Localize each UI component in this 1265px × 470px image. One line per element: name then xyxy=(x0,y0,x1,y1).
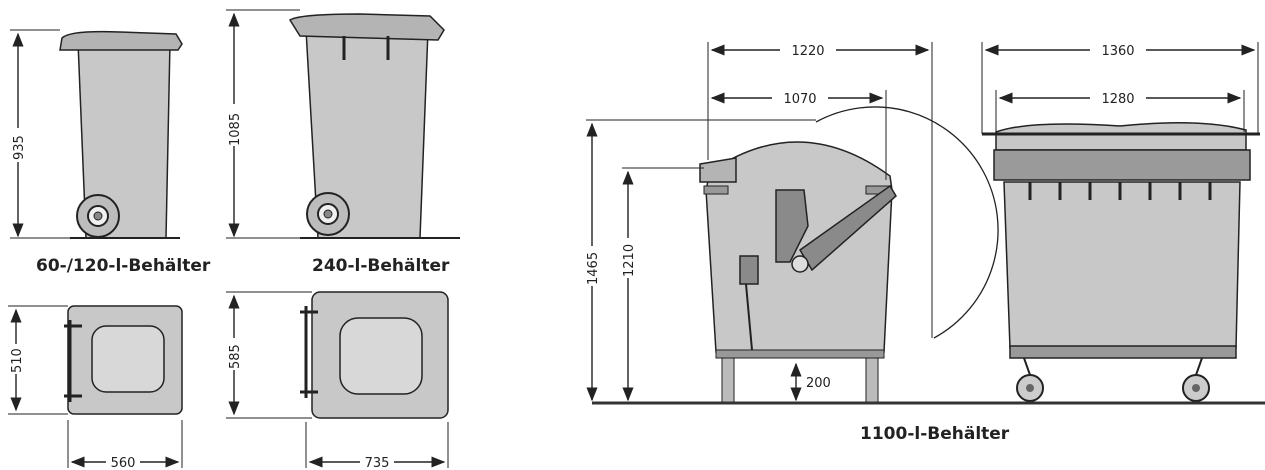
bin240-width-value: 735 xyxy=(365,456,390,470)
c1100-clearance-value: 200 xyxy=(806,376,831,391)
c1100-side-outer-width-value: 1220 xyxy=(791,44,824,59)
bin240-top-view xyxy=(300,291,449,419)
bin240-height-dimension: 1085 xyxy=(226,9,300,239)
c1100-front-inner-width-dimension: 1280 xyxy=(995,90,1245,132)
c1100-side-inner-width-value: 1070 xyxy=(783,92,816,107)
small-height-value: 935 xyxy=(12,135,27,160)
c1100-rim-height-dimension: 1210 xyxy=(621,167,704,402)
c1100-front-outer-width-dimension: 1360 xyxy=(981,42,1259,134)
c1100-front-inner-width-value: 1280 xyxy=(1101,92,1134,107)
bin1100-caption: 1100-l-Behälter xyxy=(860,424,1010,444)
c1100-total-height-value: 1465 xyxy=(586,252,601,285)
small-bin-caption: 60-/120-l-Behälter xyxy=(36,256,211,276)
c1100-rim-height-value: 1210 xyxy=(622,244,637,277)
bin240-caption: 240-l-Behälter xyxy=(312,256,450,276)
container1100-side-view xyxy=(699,106,999,403)
c1100-front-outer-width-value: 1360 xyxy=(1101,44,1134,59)
bin240-height-value: 1085 xyxy=(228,113,243,146)
small-depth-dimension: 510 xyxy=(8,305,68,415)
bin240-depth-dimension: 585 xyxy=(226,291,312,419)
small-bin-top-view xyxy=(64,305,183,415)
c1100-side-inner-width-dimension: 1070 xyxy=(707,90,887,180)
bin240-side-view xyxy=(288,13,460,239)
c1100-total-height-dimension: 1465 xyxy=(585,119,816,402)
bin240-depth-value: 585 xyxy=(228,344,243,369)
small-depth-value: 510 xyxy=(10,348,25,373)
bin240-width-dimension: 735 xyxy=(305,422,449,470)
small-bin-side-view xyxy=(59,30,183,239)
c1100-clearance-dimension: 200 xyxy=(790,362,831,402)
container1100-front-view xyxy=(982,122,1260,402)
small-width-dimension: 560 xyxy=(67,420,183,470)
small-width-value: 560 xyxy=(111,456,136,470)
small-height-dimension: 935 xyxy=(10,29,70,239)
